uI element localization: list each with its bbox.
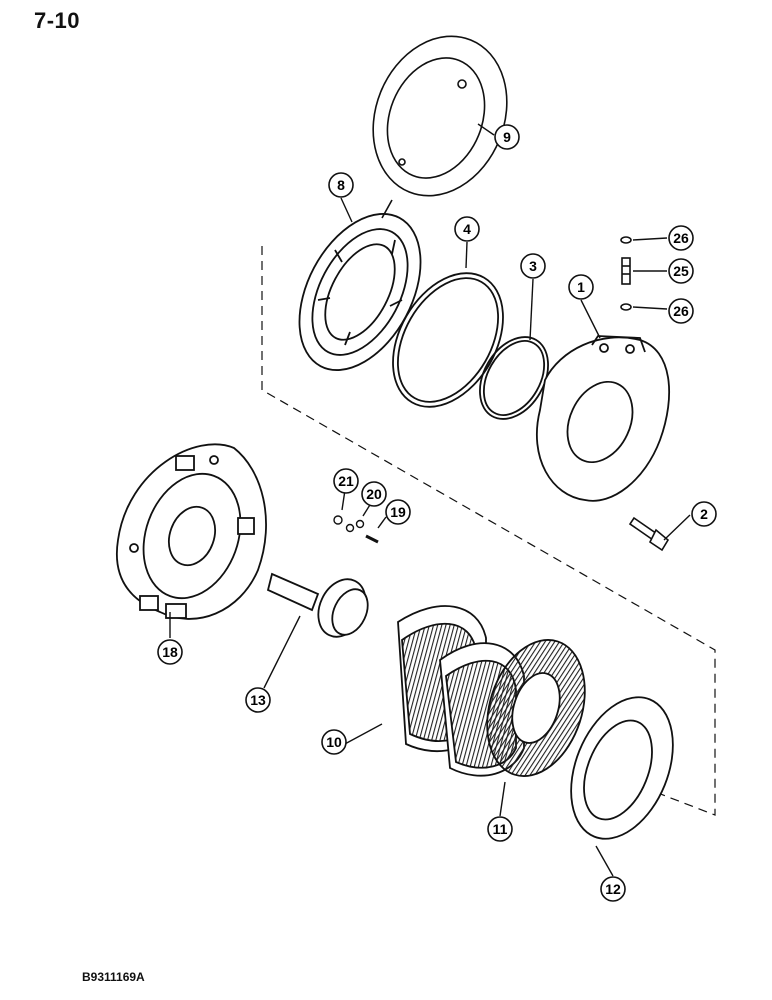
callout-1: 1 <box>568 274 594 300</box>
callout-3: 3 <box>520 253 546 279</box>
part-4-oring <box>392 272 504 408</box>
callout-label: 9 <box>503 129 511 145</box>
assembly-boundary-dashed <box>261 246 716 816</box>
callout-19: 19 <box>385 499 411 525</box>
part-13-shaft <box>266 572 369 638</box>
leader-lines <box>169 123 691 877</box>
callout-label: 20 <box>366 486 382 502</box>
callout-label: 13 <box>250 692 266 708</box>
figure-code: B9311169A <box>82 970 145 984</box>
callout-11: 11 <box>487 816 513 842</box>
callout-12: 12 <box>600 876 626 902</box>
callout-label: 26 <box>673 230 689 246</box>
callout-label: 19 <box>390 504 406 520</box>
part-8-piston <box>298 213 422 371</box>
callout-label: 26 <box>673 303 689 319</box>
callout-18: 18 <box>157 639 183 665</box>
part-12-separator <box>570 696 674 840</box>
callout-label: 21 <box>338 473 354 489</box>
part-10-11-disc-stack <box>397 605 586 777</box>
callout-label: 11 <box>493 821 508 837</box>
part-19-20-21-hardware <box>333 515 379 544</box>
callout-9: 9 <box>494 124 520 150</box>
part-1-housing <box>535 335 670 502</box>
callout-label: 25 <box>673 263 689 279</box>
callout-10: 10 <box>321 729 347 755</box>
callout-20: 20 <box>361 481 387 507</box>
part-18-carrier <box>116 443 267 620</box>
callout-25: 25 <box>668 258 694 284</box>
callout-label: 4 <box>463 221 471 237</box>
callout-2: 2 <box>691 501 717 527</box>
part-25-26-bleed-fitting <box>620 236 632 311</box>
callout-26-bottom: 26 <box>668 298 694 324</box>
callout-label: 18 <box>162 644 178 660</box>
callout-label: 10 <box>326 734 342 750</box>
callout-13: 13 <box>245 687 271 713</box>
callout-label: 12 <box>605 881 621 897</box>
callout-label: 3 <box>529 258 537 274</box>
callout-26-top: 26 <box>668 225 694 251</box>
part-9-plate <box>372 35 508 197</box>
callout-8: 8 <box>328 172 354 198</box>
part-2-bolt <box>628 516 670 552</box>
part-3-oring <box>479 336 549 420</box>
callout-label: 1 <box>577 279 585 295</box>
callout-label: 2 <box>700 506 708 522</box>
callout-4: 4 <box>454 216 480 242</box>
page-number: 7-10 <box>34 8 81 33</box>
callout-21: 21 <box>333 468 359 494</box>
callout-label: 8 <box>337 177 345 193</box>
